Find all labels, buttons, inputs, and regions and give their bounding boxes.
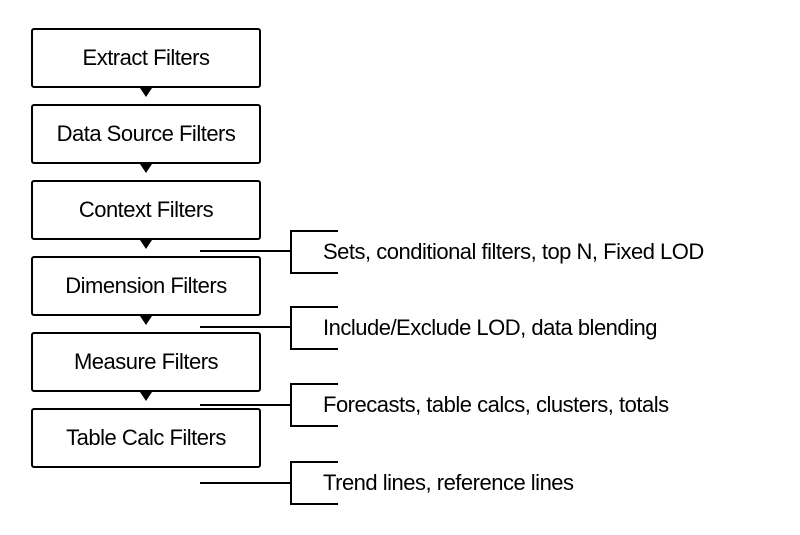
annotation-include-exclude-lod: Include/Exclude LOD, data blending [323,315,658,340]
annotation-bracket [290,230,338,274]
flow-box-table-calc-filters: Table Calc Filters [31,408,261,468]
flow-box-measure-filters: Measure Filters [31,332,261,392]
arrow-down-icon [140,88,152,97]
flow-box-context-filters: Context Filters [31,180,261,240]
connector-line [200,326,290,328]
flow-box-label: Context Filters [78,197,214,222]
annotation-trend-reference-lines: Trend lines, reference lines [323,470,574,495]
flow-box-data-source-filters: Data Source Filters [31,104,261,164]
annotation-bracket [290,461,338,505]
arrow-down-icon [140,240,152,249]
annotation-bracket [290,383,338,427]
connector-line [200,404,290,406]
flow-box-extract-filters: Extract Filters [31,28,261,88]
connector-line [200,482,290,484]
flow-box-label: Measure Filters [73,349,219,374]
annotation-sets-conditional-filters: Sets, conditional filters, top N, Fixed … [323,239,704,264]
arrow-down-icon [140,392,152,401]
flow-box-label: Data Source Filters [56,121,236,146]
flow-box-dimension-filters: Dimension Filters [31,256,261,316]
annotation-bracket [290,306,338,350]
flow-box-label: Extract Filters [82,45,210,70]
annotation-forecasts-table-calcs: Forecasts, table calcs, clusters, totals [323,392,669,417]
flow-box-label: Dimension Filters [65,273,227,298]
flow-box-label: Table Calc Filters [66,425,226,450]
arrow-down-icon [140,316,152,325]
arrow-down-icon [140,164,152,173]
connector-line [200,250,290,252]
